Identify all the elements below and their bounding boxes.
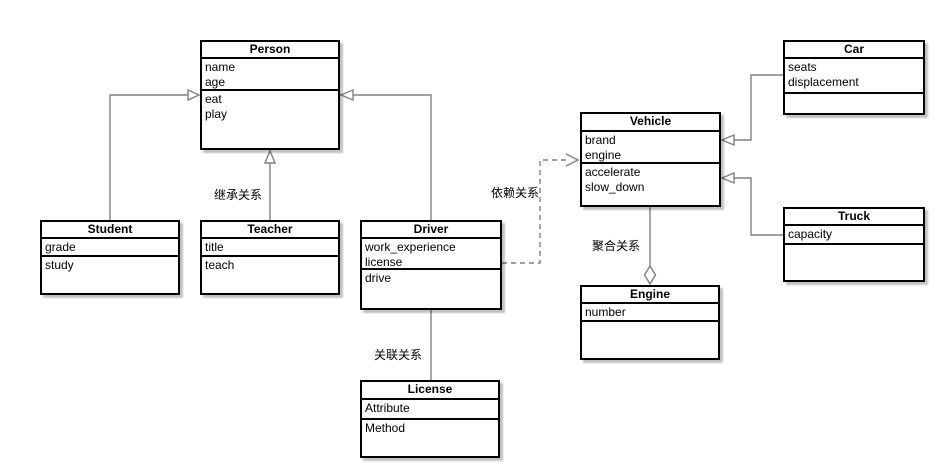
class-license-methods: Method	[362, 420, 498, 456]
class-teacher-title: Teacher	[202, 222, 338, 239]
class-engine-attributes: number	[582, 304, 718, 322]
attribute: name	[205, 60, 236, 74]
attribute: brand	[585, 133, 616, 147]
class-teacher: Teacher title teach	[200, 220, 340, 295]
class-vehicle-title: Vehicle	[582, 114, 719, 132]
edge-vehicle-engine-aggregation	[643, 207, 657, 286]
attribute: displacement	[788, 75, 859, 89]
class-engine: Engine number	[580, 285, 720, 360]
class-student-methods: study	[42, 257, 178, 293]
class-license-attributes: Attribute	[362, 400, 498, 420]
class-person: Person name age eat play	[200, 40, 340, 150]
attribute: age	[205, 75, 226, 89]
class-vehicle-methods: accelerate slow_down	[582, 164, 719, 205]
class-person-methods: eat play	[202, 91, 338, 148]
class-vehicle-attributes: brand engine	[582, 132, 719, 164]
class-student-attributes: grade	[42, 239, 178, 257]
method: study	[45, 258, 74, 272]
edge-truck-vehicle-inheritance	[720, 171, 783, 236]
label-association: 关联关系	[374, 348, 423, 362]
class-student-title: Student	[42, 222, 178, 239]
edge-student-person-inheritance	[109, 88, 201, 220]
attribute: seats	[788, 60, 817, 74]
class-truck-attributes: capacity	[785, 226, 923, 245]
attribute: engine	[585, 148, 622, 162]
edge-driver-vehicle-dependency	[502, 153, 580, 264]
class-license: License Attribute Method	[360, 380, 500, 458]
class-truck-methods	[785, 245, 923, 280]
class-teacher-methods: teach	[202, 257, 338, 293]
attribute: license	[365, 255, 403, 269]
class-car: Car seats displacement	[783, 40, 925, 115]
method: play	[205, 107, 228, 121]
class-car-methods	[785, 94, 923, 113]
class-engine-title: Engine	[582, 287, 718, 304]
class-person-attributes: name age	[202, 59, 338, 91]
class-engine-methods	[582, 322, 718, 358]
method: Method	[365, 421, 406, 435]
attribute: work_experience	[365, 240, 456, 254]
class-truck-title: Truck	[785, 209, 923, 226]
class-vehicle: Vehicle brand engine accelerate slow_dow…	[580, 112, 721, 207]
attribute: capacity	[788, 227, 833, 241]
class-person-title: Person	[202, 42, 338, 59]
edge-teacher-person-inheritance	[263, 149, 277, 220]
method: accelerate	[585, 165, 641, 179]
edge-car-vehicle-inheritance	[720, 74, 783, 147]
edge-driver-person-inheritance	[339, 88, 432, 220]
label-dependency: 依赖关系	[491, 186, 540, 200]
method: teach	[205, 258, 235, 272]
class-driver-title: Driver	[362, 222, 500, 239]
attribute: Attribute	[365, 401, 410, 415]
class-driver-attributes: work_experience license	[362, 239, 500, 270]
method: drive	[365, 271, 392, 285]
class-truck: Truck capacity	[783, 207, 925, 282]
label-inheritance: 继承关系	[214, 188, 263, 202]
class-car-title: Car	[785, 42, 923, 59]
method: eat	[205, 92, 222, 106]
class-license-title: License	[362, 382, 498, 400]
class-driver-methods: drive	[362, 270, 500, 308]
method: slow_down	[585, 180, 645, 194]
class-student: Student grade study	[40, 220, 180, 295]
label-aggregation: 聚合关系	[592, 239, 641, 253]
attribute: number	[585, 305, 626, 319]
class-car-attributes: seats displacement	[785, 59, 923, 94]
attribute: grade	[45, 240, 76, 254]
attribute: title	[205, 240, 224, 254]
class-teacher-attributes: title	[202, 239, 338, 257]
class-driver: Driver work_experience license drive	[360, 220, 502, 310]
